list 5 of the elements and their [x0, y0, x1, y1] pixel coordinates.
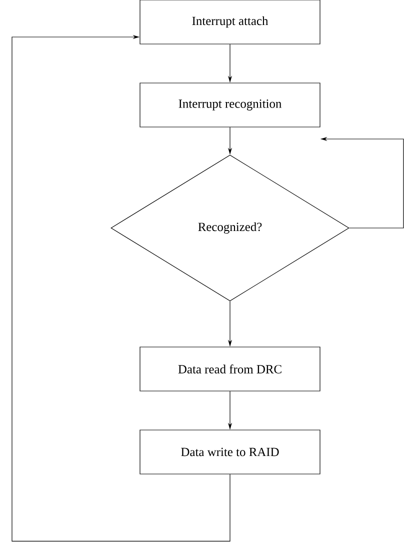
process-box: Interrupt recognition: [140, 82, 320, 128]
arrow: [12, 34, 230, 542]
process-box: Interrupt attach: [140, 0, 320, 44]
process-box: Data read from DRC: [140, 346, 320, 392]
process-box: Data write to RAID: [140, 430, 320, 474]
